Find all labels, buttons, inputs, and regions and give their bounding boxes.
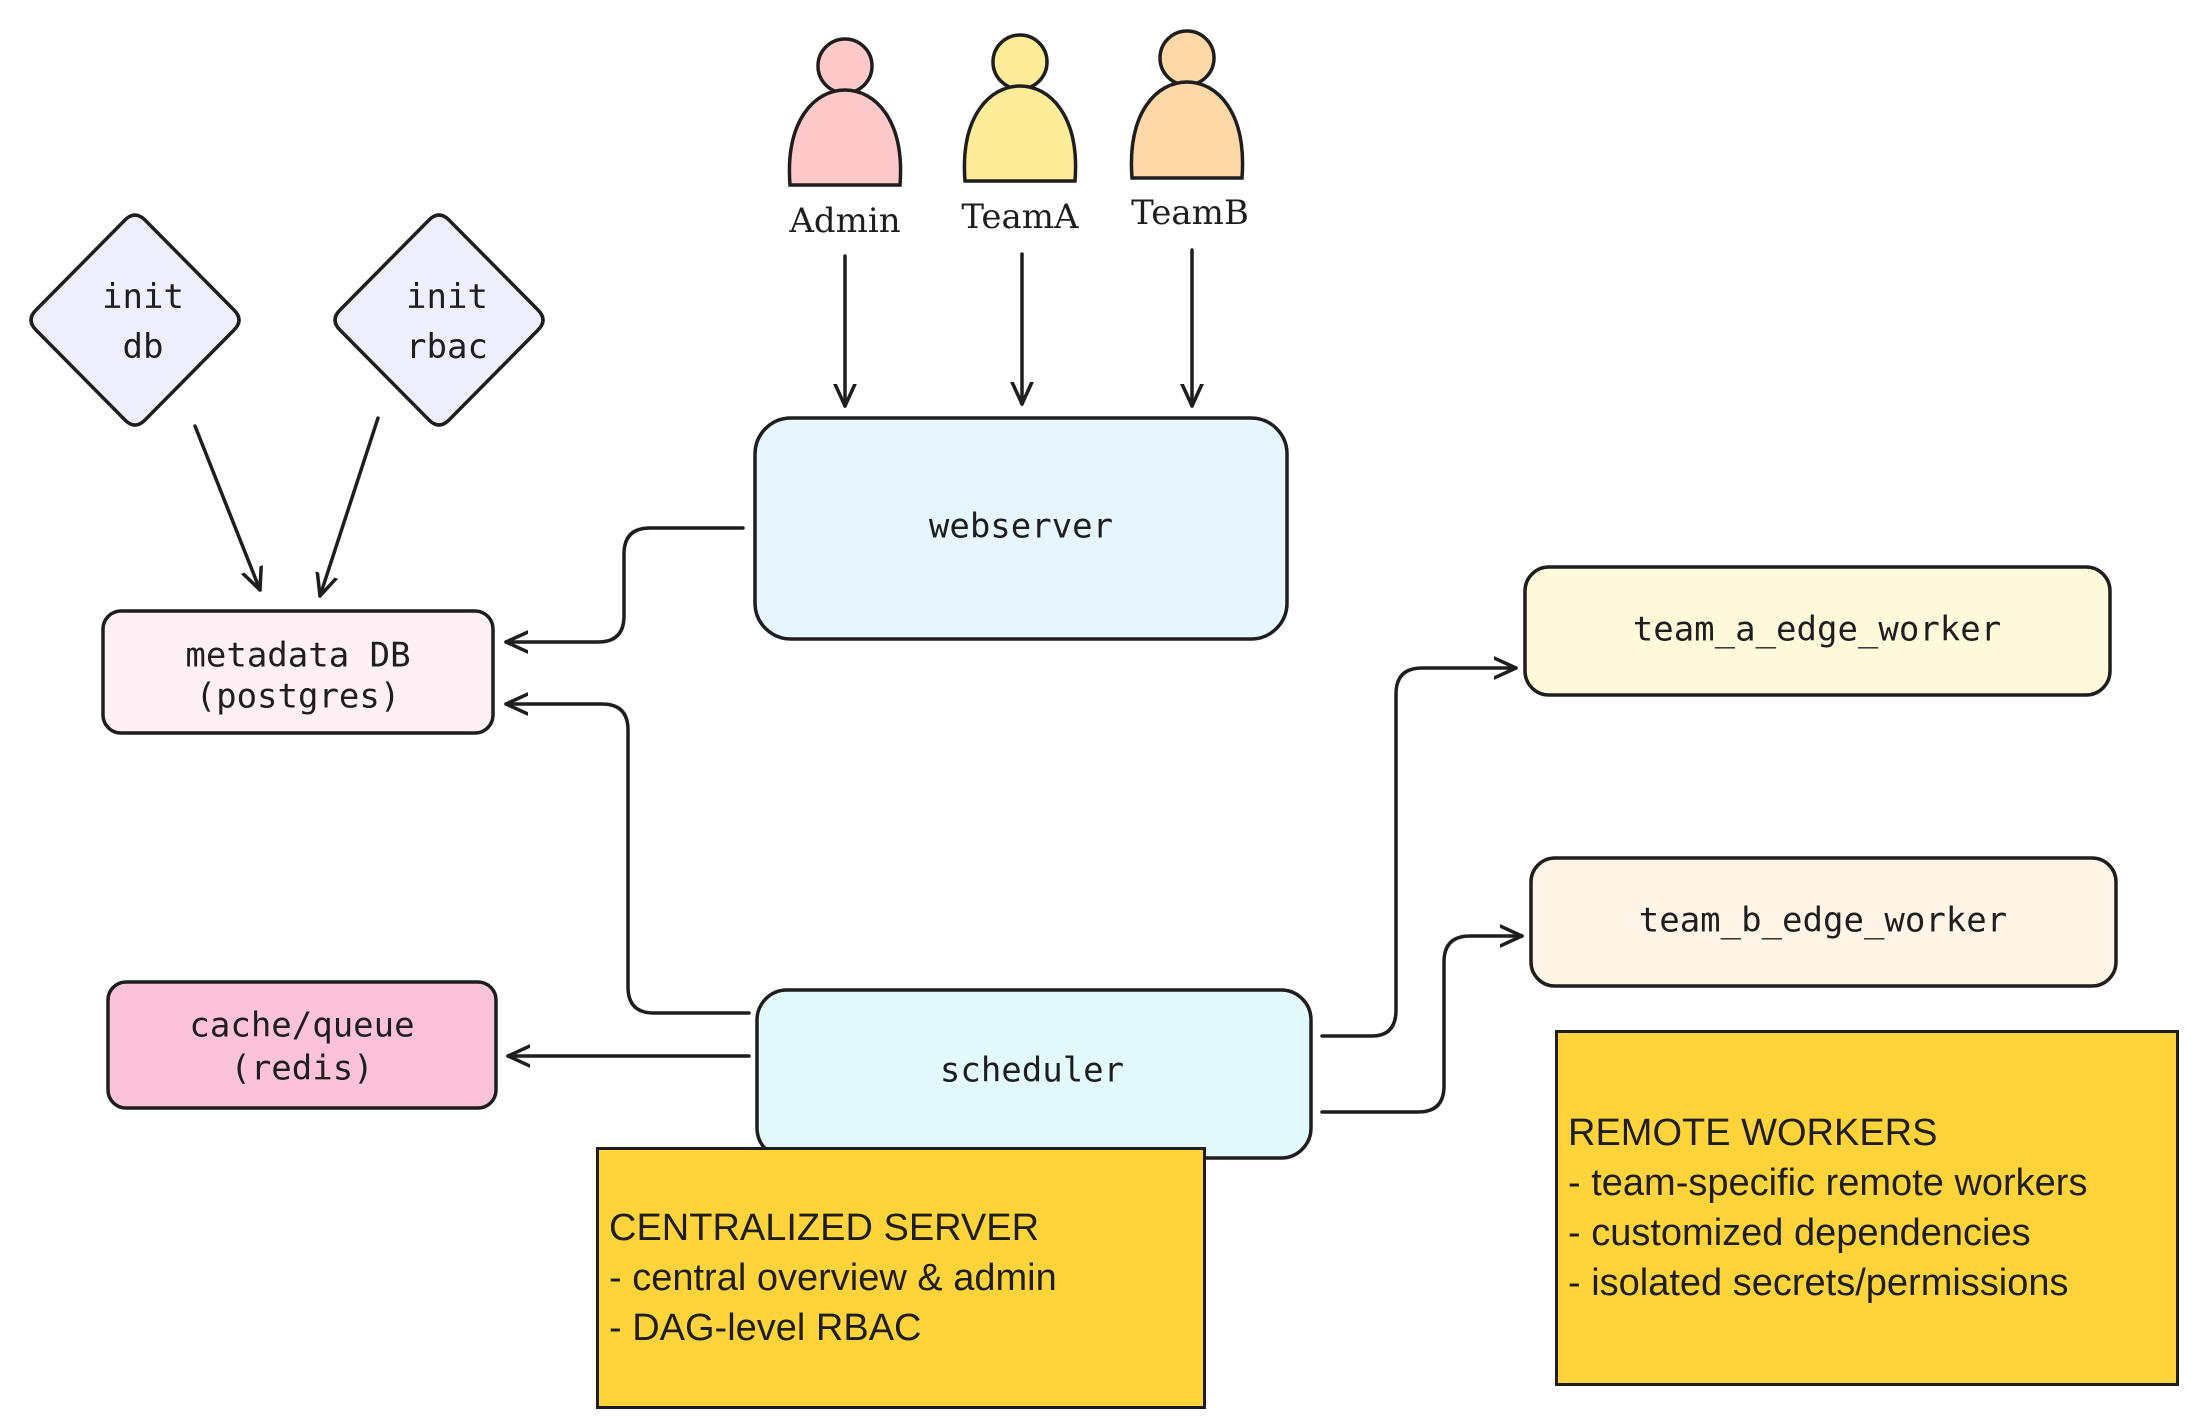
init-db-line2: db xyxy=(123,327,164,367)
webserver-node: webserver xyxy=(753,416,1289,641)
user-label-team-a: TeamA xyxy=(961,197,1079,237)
person-icon xyxy=(1129,29,1245,180)
remote-note-item: - isolated secrets/permissions xyxy=(1568,1262,2069,1304)
user-admin: Admin xyxy=(787,37,903,241)
edge-scheduler-to-team-b-worker xyxy=(1320,936,1524,1114)
edge-scheduler-to-metadata-db xyxy=(504,704,751,1015)
edge-init-rbac-to-metadata-db xyxy=(320,416,380,598)
team-b-edge-worker-node: team_b_edge_worker xyxy=(1529,856,2118,988)
init-db-node: init db xyxy=(29,213,241,427)
team-a-edge-worker-label: team_a_edge_worker xyxy=(1633,610,2001,650)
cache-queue-node: cache/queue (redis) xyxy=(106,980,498,1110)
user-label-admin: Admin xyxy=(788,201,900,241)
centralized-note-item: - central overview & admin xyxy=(609,1257,1057,1299)
scheduler-node: scheduler xyxy=(755,988,1313,1160)
team-b-edge-worker-label: team_b_edge_worker xyxy=(1639,901,2007,941)
scheduler-label: scheduler xyxy=(940,1051,1124,1091)
user-team-b: TeamB xyxy=(1129,29,1249,233)
person-icon xyxy=(787,37,903,187)
user-label-team-b: TeamB xyxy=(1131,193,1249,233)
cache-queue-line2: (redis) xyxy=(230,1049,373,1089)
init-db-line1: init xyxy=(102,277,184,317)
init-rbac-line1: init xyxy=(406,277,488,317)
centralized-note-title: CENTRALIZED SERVER xyxy=(609,1207,1040,1249)
metadata-db-line2: (postgres) xyxy=(196,677,401,717)
remote-note-title: REMOTE WORKERS xyxy=(1568,1112,1938,1154)
centralized-note-item: - DAG-level RBAC xyxy=(609,1307,922,1349)
edge-scheduler-to-team-a-worker xyxy=(1320,668,1518,1038)
person-icon xyxy=(962,33,1078,183)
remote-workers-note: REMOTE WORKERS - team-specific remote wo… xyxy=(1555,1030,2179,1386)
edge-webserver-to-metadata-db xyxy=(504,526,745,642)
webserver-label: webserver xyxy=(929,507,1113,547)
team-a-edge-worker-node: team_a_edge_worker xyxy=(1523,565,2112,697)
remote-note-item: - team-specific remote workers xyxy=(1568,1162,2088,1204)
init-rbac-node: init rbac xyxy=(333,213,545,427)
edge-init-db-to-metadata-db xyxy=(193,424,260,592)
metadata-db-node: metadata DB (postgres) xyxy=(101,609,495,735)
cache-queue-line1: cache/queue xyxy=(189,1006,414,1046)
centralized-server-note: CENTRALIZED SERVER - central overview & … xyxy=(596,1147,1206,1409)
user-team-a: TeamA xyxy=(961,33,1079,237)
init-rbac-line2: rbac xyxy=(406,327,488,367)
remote-note-item: - customized dependencies xyxy=(1568,1212,2031,1254)
metadata-db-line1: metadata DB xyxy=(185,636,410,676)
